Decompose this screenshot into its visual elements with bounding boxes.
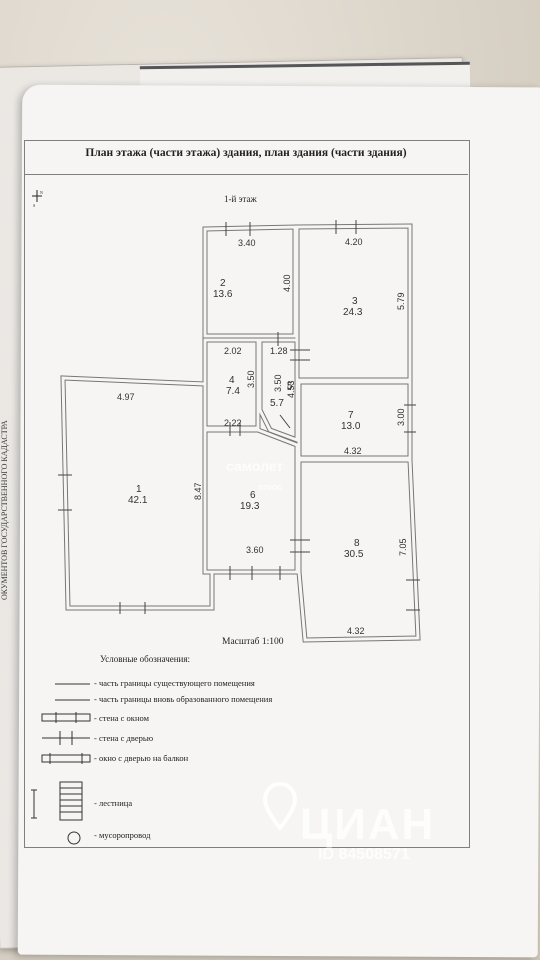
- legend-item-existing-boundary: - часть границы существующего помещения: [94, 678, 255, 688]
- legend-item-wall-door: - стена с дверью: [94, 733, 154, 743]
- legend-item-balcony-door: - окно с дверью на балкон: [94, 753, 189, 763]
- samolet-watermark: самолет: [226, 458, 284, 474]
- dim-room5-height: 3.50: [273, 374, 283, 392]
- cian-location-icon: [262, 781, 298, 832]
- room-3-area: 24.3: [343, 307, 363, 318]
- room-4-number: 4: [229, 375, 235, 386]
- dim-room8-height: 7.05: [398, 538, 408, 556]
- compass-icon: N S: [32, 190, 43, 208]
- room-5-number: 5: [287, 381, 293, 392]
- legend-stair-icon: [59, 781, 83, 821]
- floor-label: 1-й этаж: [224, 194, 257, 204]
- cian-id-watermark: ID 84508571: [318, 846, 410, 863]
- dim-room2-height: 4.00: [282, 274, 292, 292]
- title-divider: [24, 174, 468, 175]
- room-8-area: 30.5: [344, 549, 364, 560]
- room-7-number: 7: [348, 410, 354, 421]
- room-5-area: 5.7: [270, 398, 284, 409]
- legend-item-chute: - мусоропровод: [94, 830, 151, 840]
- legend-title: Условные обозначения:: [100, 654, 191, 664]
- compass-north-label: N: [40, 190, 43, 195]
- legend-item-wall-window: - стена с окном: [94, 713, 149, 723]
- room-1-area: 42.1: [128, 495, 148, 506]
- room-8-number: 8: [354, 538, 360, 549]
- samolet-plus-watermark: плюс: [258, 482, 282, 492]
- dim-room4-width: 2.02: [224, 346, 242, 356]
- scale-label: Масштаб 1:100: [222, 637, 284, 647]
- dim-room7-height: 3.00: [396, 408, 406, 426]
- room-3-number: 3: [352, 296, 358, 307]
- dim-room7-width: 4.32: [344, 446, 362, 456]
- dim-room8-width: 4.32: [347, 626, 365, 636]
- dim-room5-length: 4.53: [286, 380, 296, 398]
- dim-room3-height: 5.79: [396, 292, 406, 310]
- room-7-area: 13.0: [341, 421, 361, 432]
- dim-room6-top: 2.22: [224, 418, 242, 428]
- legend-item-new-boundary: - часть границы вновь образованного поме…: [94, 694, 273, 704]
- dim-room5-width: 1.28: [270, 346, 288, 356]
- dim-room6-width: 3.60: [246, 545, 264, 555]
- room-1-number: 1: [136, 484, 142, 495]
- dim-room1-height: 8.47: [193, 482, 203, 500]
- legend-balcony-door-icon: [41, 754, 91, 763]
- dim-room3-width: 4.20: [345, 237, 363, 247]
- legend-item-stairs: - лестница: [94, 798, 133, 808]
- legend-chute-icon: [67, 831, 81, 845]
- document-title: План этажа (части этажа) здания, план зд…: [85, 147, 407, 159]
- room-6-number: 6: [250, 490, 256, 501]
- compass-south-label: S: [33, 203, 35, 208]
- room-2-number: 2: [220, 278, 226, 289]
- legend-wall-window-icon: [41, 713, 91, 722]
- document-frame: [24, 140, 470, 848]
- dim-room4-height: 3.50: [246, 370, 256, 388]
- dim-room2-width: 3.40: [238, 238, 256, 248]
- room-4-area: 7.4: [226, 386, 240, 397]
- dim-room1-width: 4.97: [117, 392, 135, 402]
- room-2-area: 13.6: [213, 289, 233, 300]
- cian-watermark: ЦИАН: [300, 800, 436, 849]
- room-6-area: 19.3: [240, 501, 260, 512]
